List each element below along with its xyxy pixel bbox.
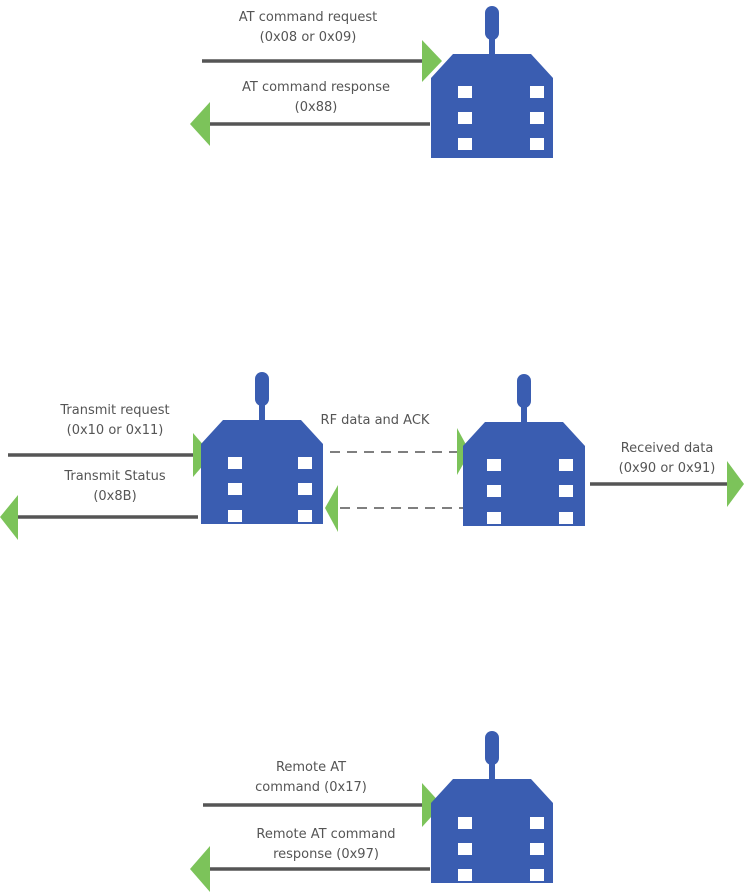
at-request-label-line1: AT command request xyxy=(188,8,428,28)
at-response-label-line1: AT command response xyxy=(196,78,436,98)
at-request-label: AT command request (0x08 or 0x09) xyxy=(188,8,428,48)
at-response-label-line2: (0x88) xyxy=(196,98,436,118)
transmit-status-label-line2: (0x8B) xyxy=(0,487,235,507)
received-data-label-line2: (0x90 or 0x91) xyxy=(547,459,744,479)
at-response-label: AT command response (0x88) xyxy=(196,78,436,118)
remote-at-section xyxy=(190,731,553,892)
received-data-label: Received data (0x90 or 0x91) xyxy=(547,439,744,479)
rf-data-label: RF data and ACK xyxy=(255,411,495,431)
radio-module-icon xyxy=(431,6,553,158)
received-data-label-line1: Received data xyxy=(547,439,744,459)
ack-arrowhead-icon xyxy=(325,485,338,532)
remote-at-response-label-line1: Remote AT command xyxy=(206,825,446,845)
remote-at-response-label-line2: response (0x97) xyxy=(206,845,446,865)
remote-at-request-label: Remote AT command (0x17) xyxy=(191,758,431,798)
remote-radio-module-icon xyxy=(431,731,553,883)
remote-at-response-label: Remote AT command response (0x97) xyxy=(206,825,446,865)
transmit-request-label-line2: (0x10 or 0x11) xyxy=(0,421,235,441)
transmit-request-label-line1: Transmit request xyxy=(0,401,235,421)
rf-data-label-line1: RF data and ACK xyxy=(255,411,495,431)
remote-at-request-label-line1: Remote AT xyxy=(191,758,431,778)
transmit-request-label: Transmit request (0x10 or 0x11) xyxy=(0,401,235,441)
remote-at-request-label-line2: command (0x17) xyxy=(191,778,431,798)
at-request-label-line2: (0x08 or 0x09) xyxy=(188,28,428,48)
transmit-status-label-line1: Transmit Status xyxy=(0,467,235,487)
transmit-status-label: Transmit Status (0x8B) xyxy=(0,467,235,507)
